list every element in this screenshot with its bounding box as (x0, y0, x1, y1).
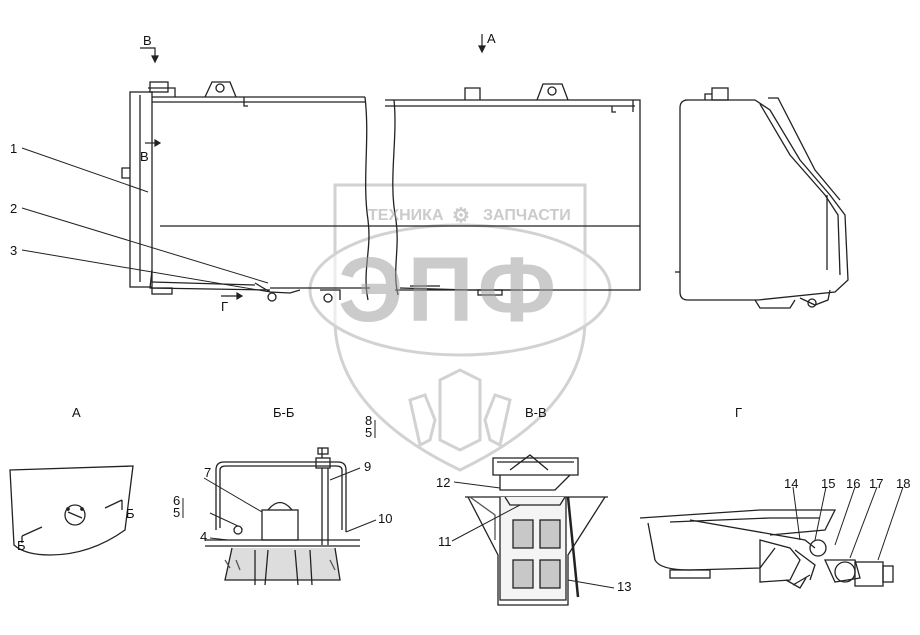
tank-side-view (675, 87, 849, 309)
watermark-logo: ЭПФ (338, 239, 561, 341)
callout-16: 16 (846, 476, 861, 491)
section-vv (465, 454, 608, 606)
callout-4: 4 (200, 529, 208, 544)
callout-8-stack: 8 (365, 413, 373, 428)
callout-13: 13 (617, 579, 632, 594)
leader-lines (21, 147, 904, 589)
callout-18: 18 (896, 476, 911, 491)
callout-2: 2 (10, 201, 18, 216)
section-vv-title: В-В (525, 405, 547, 420)
arrow-b-left-label: Б (17, 538, 26, 553)
callout-9: 9 (364, 459, 372, 474)
arrow-v-side-label: В (140, 149, 149, 164)
section-bb-title: Б-Б (273, 405, 295, 420)
view-a-title: А (72, 405, 81, 420)
arrow-v-top-label: В (143, 33, 152, 48)
section-arrows (140, 34, 486, 301)
view-g-detail (639, 509, 894, 589)
callout-10: 10 (378, 511, 393, 526)
view-a-detail (9, 465, 134, 556)
callout-5-stack-left: 5 (173, 505, 181, 520)
arrow-b-right-label: Б (126, 506, 135, 521)
callout-6-stack: 6 (173, 493, 181, 508)
arrow-a-top-label: А (487, 31, 496, 46)
section-bb (205, 447, 360, 586)
callout-12: 12 (436, 475, 451, 490)
tank-middle-view (160, 83, 641, 296)
view-g-title: Г (735, 405, 743, 420)
arrow-g-label: Г (221, 299, 229, 314)
callout-15: 15 (821, 476, 836, 491)
callout-3: 3 (10, 243, 18, 258)
watermark-text-right: ЗАПЧАСТИ (483, 207, 571, 224)
callout-14: 14 (784, 476, 799, 491)
tank-front-view (121, 81, 370, 303)
callout-1: 1 (10, 141, 18, 156)
callout-7: 7 (204, 465, 212, 480)
watermark-text-left: ТЕХНИКА (368, 207, 444, 224)
watermark-gear-icon: ⚙ (452, 205, 470, 227)
callout-17: 17 (869, 476, 884, 491)
callout-11: 11 (438, 534, 452, 549)
callout-5-stack-top: 5 (365, 425, 373, 440)
